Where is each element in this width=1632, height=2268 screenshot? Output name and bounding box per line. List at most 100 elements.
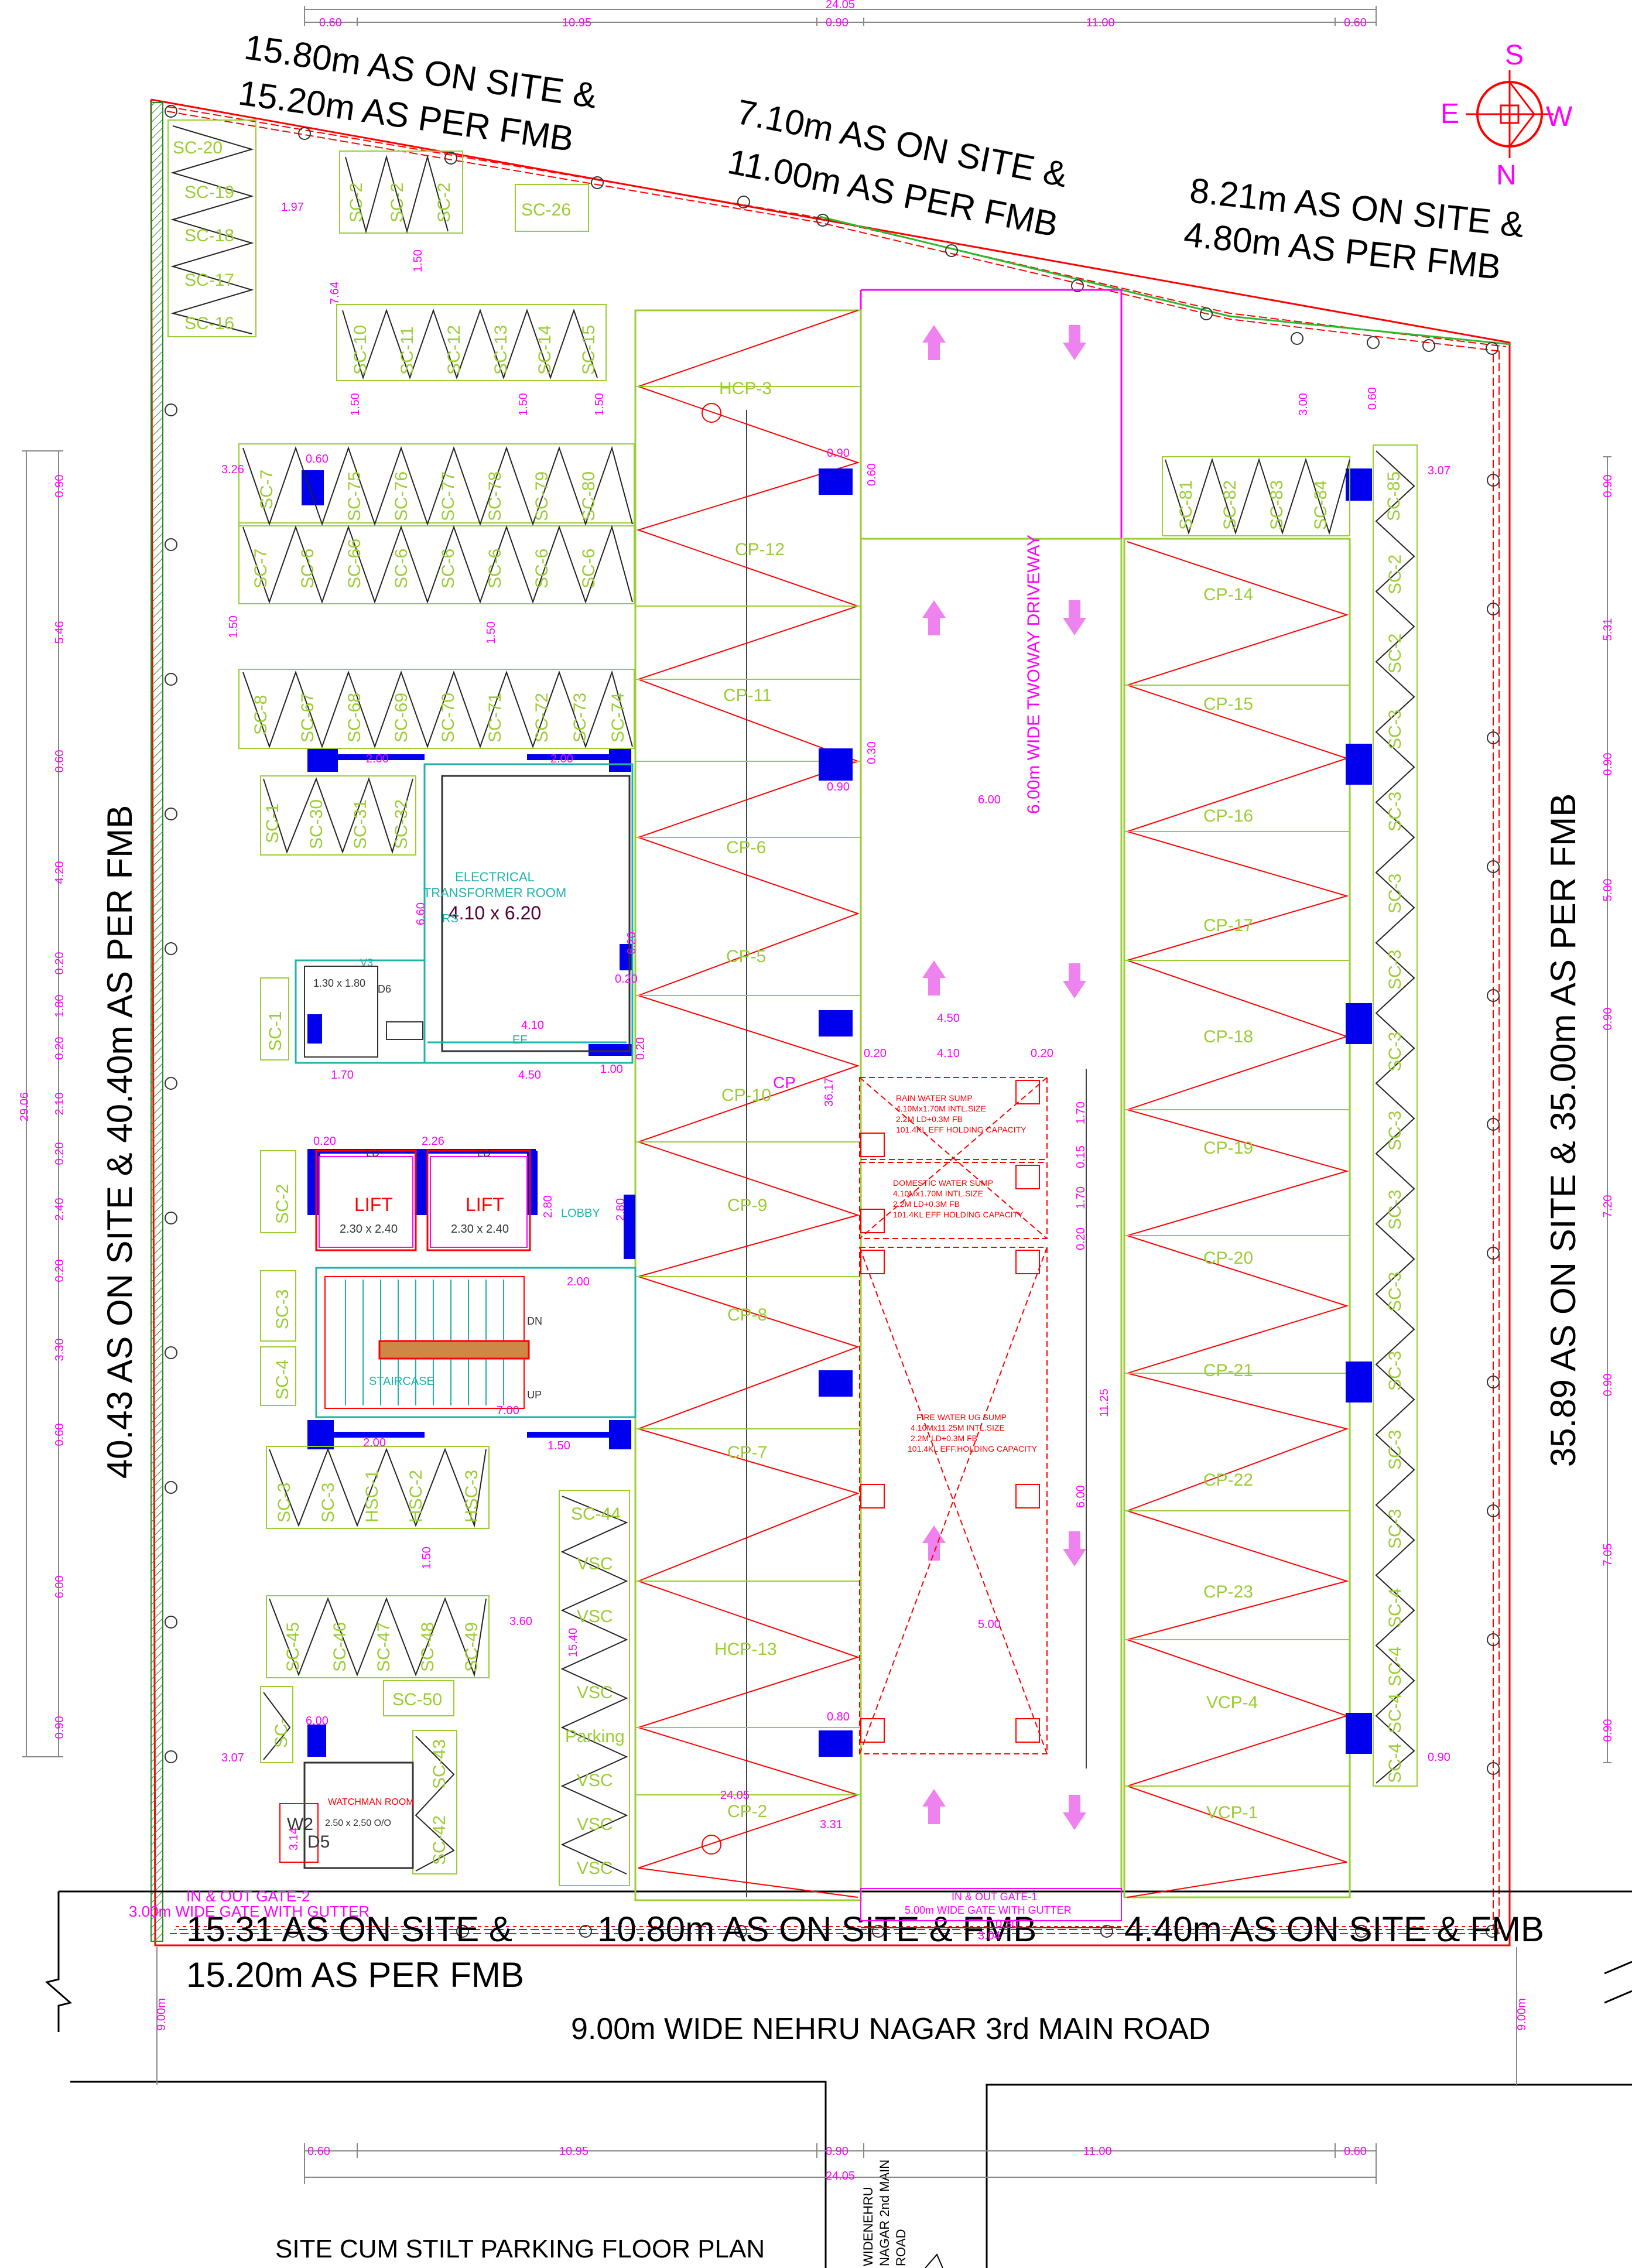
ld-label-1: LD xyxy=(366,1147,379,1159)
dim-170-b: 1.70 xyxy=(1075,1186,1087,1209)
vsc-2: VSC xyxy=(577,1607,613,1626)
bay-cp-11: CP-11 xyxy=(723,686,772,705)
left-dim-9: 2.40 xyxy=(53,1198,66,1221)
w2-label: W2 xyxy=(287,1815,313,1834)
parking-label: Parking xyxy=(565,1727,625,1746)
row3-5: SC-79 xyxy=(532,471,552,521)
row5-6: SC-72 xyxy=(532,693,552,743)
right-dim-4: 0.90 xyxy=(1602,1008,1614,1031)
left-dimension-chain xyxy=(22,450,63,1757)
bay-cp-6: CP-6 xyxy=(726,838,766,857)
bay-cp-19: CP-19 xyxy=(1203,1138,1253,1158)
rc-7: SC-3 xyxy=(1385,1111,1405,1151)
bay-cp-18: CP-18 xyxy=(1203,1027,1253,1046)
bay-cp-7: CP-7 xyxy=(727,1443,767,1462)
dim-600-b: 5.00 xyxy=(978,1618,1001,1631)
row5-8: SC-74 xyxy=(608,693,628,743)
dim-314: 3.07 xyxy=(1428,464,1450,477)
ef-label: EF xyxy=(512,1034,528,1046)
column-beams xyxy=(307,754,627,1438)
bottom-dim-1: 0.60 xyxy=(307,2145,330,2158)
rc-6: SC-3 xyxy=(1385,1032,1405,1072)
staircase-label: STAIRCASE xyxy=(369,1375,434,1388)
left-dim-0: 0.90 xyxy=(53,475,66,498)
left-total-dim: 29.06 xyxy=(18,1092,31,1121)
sc-12: SC-12 xyxy=(444,325,464,375)
row6-1: SC-30 xyxy=(307,799,326,849)
dim-200-d: 2.00 xyxy=(363,1436,386,1449)
hcp-3-label: HCP-3 xyxy=(719,379,772,398)
rs-label: RS xyxy=(442,912,459,925)
sc-50: SC-50 xyxy=(392,1690,442,1709)
scooter-labels-row4: SC-7 SC-6 SC-66 SC-6 SC-6 SC-6 SC-6 SC-6 xyxy=(251,539,598,589)
sc-18: SC-18 xyxy=(184,226,234,245)
sc-83: SC-83 xyxy=(1267,480,1287,530)
dim-307-b: 3.00 xyxy=(1297,393,1310,416)
fire-sump-text: FIRE WATER UG SUMP 4.10Mx11.25M INTL.SIZ… xyxy=(908,1412,1038,1453)
bay-cp-5: CP-5 xyxy=(726,947,766,966)
bay-cp-14: CP-14 xyxy=(1203,585,1253,604)
top-total-dim: 24.05 xyxy=(826,0,855,11)
sc-2-b: SC-2 xyxy=(388,183,407,223)
left-dim-4: 0.20 xyxy=(53,952,66,975)
vsc-4: VSC xyxy=(577,1771,613,1790)
sc-11: SC-11 xyxy=(398,326,417,375)
row3-4: SC-78 xyxy=(485,471,505,521)
row3-1: SC-75 xyxy=(345,471,364,521)
dim-020-a: 0.20 xyxy=(864,1047,887,1060)
bottom-total-dim: 24.05 xyxy=(826,2170,855,2183)
road-outline xyxy=(45,1890,1632,2268)
row3-2: SC-76 xyxy=(392,471,411,521)
dom-sump-2: 4.10Mx1.70M INTL.SIZE xyxy=(893,1189,983,1198)
right-dim-3: 5.00 xyxy=(1602,879,1614,902)
dim-410-a: 4.10 xyxy=(521,1019,544,1032)
domestic-sump-text: DOMESTIC WATER SUMP 4.10Mx1.70M INTL.SIZ… xyxy=(893,1178,1024,1219)
right-dim-2: 0.90 xyxy=(1602,753,1614,776)
sc-2-c: SC-2 xyxy=(434,183,454,223)
dim-030-b: 0.20 xyxy=(634,1037,647,1060)
row5-7: SC-73 xyxy=(570,693,590,743)
interior-dims: 1.97 7.64 1.50 1.50 1.50 1.50 3.26 0.60 … xyxy=(221,201,1450,1931)
core-block xyxy=(295,763,637,1418)
bottom-dimension-chain xyxy=(304,2143,1377,2184)
row5-4: SC-70 xyxy=(439,693,458,743)
gate-1-label-2: 5.00m WIDE GATE WITH GUTTER xyxy=(905,1904,1072,1916)
gate-1-dim: 3.04 xyxy=(978,1930,1001,1942)
watchman-label: WATCHMAN ROOM xyxy=(328,1797,414,1807)
row7-3: HSC-2 xyxy=(406,1470,426,1523)
rc-12: SC-3 xyxy=(1385,1509,1405,1549)
bay-cp-10: CP-10 xyxy=(721,1086,771,1105)
sc-16: SC-16 xyxy=(184,314,234,333)
vsc-3: VSC xyxy=(577,1683,613,1702)
row6-0: SC-1 xyxy=(263,803,282,843)
direction-arrows xyxy=(922,325,1086,1830)
top-dim-4: 11.00 xyxy=(1086,16,1115,29)
bay-cp-16: CP-16 xyxy=(1203,806,1253,826)
structural-columns xyxy=(302,468,1372,1757)
left-dim-2: 0.60 xyxy=(53,750,66,773)
rain-sump-3: 2.2M LD+0.3M FB xyxy=(896,1114,963,1124)
dim-500: 24.05 xyxy=(720,1789,750,1802)
left-dim-1: 5.46 xyxy=(53,621,66,644)
compass-w: W xyxy=(1546,101,1573,132)
rc-11: SC-3 xyxy=(1385,1430,1405,1470)
top-dim-3: 0.90 xyxy=(826,16,848,29)
sc-81: SC-81 xyxy=(1176,480,1196,530)
row4-2: SC-66 xyxy=(345,539,364,589)
sump-manholes xyxy=(860,1080,1040,1743)
dim-030-a: 0.20 xyxy=(615,973,638,986)
boundary-bottom-mid: 10.80m AS ON SITE & FMB xyxy=(597,1910,1036,1949)
section-marker-a-bottom xyxy=(702,1835,721,1855)
right-dim-5: 7.20 xyxy=(1602,1195,1614,1218)
rc-15: SC-4 xyxy=(1385,1694,1405,1733)
bay-cp-23: CP-23 xyxy=(1203,1582,1253,1602)
dim-150-d: 1.50 xyxy=(593,393,606,416)
rc-13: SC-4 xyxy=(1385,1588,1405,1628)
row4-5: SC-6 xyxy=(485,549,505,589)
right-dim-0: 0.90 xyxy=(1602,475,1614,498)
dim-090-c: 0.80 xyxy=(827,1711,850,1723)
right-dim-labels: 0.90 5.31 0.90 5.00 0.90 7.20 0.90 7.05 … xyxy=(1602,475,1614,1742)
lobby-label: LOBBY xyxy=(561,1207,600,1220)
row7-2: HSC-1 xyxy=(362,1470,382,1523)
boundary-right: 35.89 AS ON SITE & 35.00m AS PER FMB xyxy=(1544,793,1583,1467)
